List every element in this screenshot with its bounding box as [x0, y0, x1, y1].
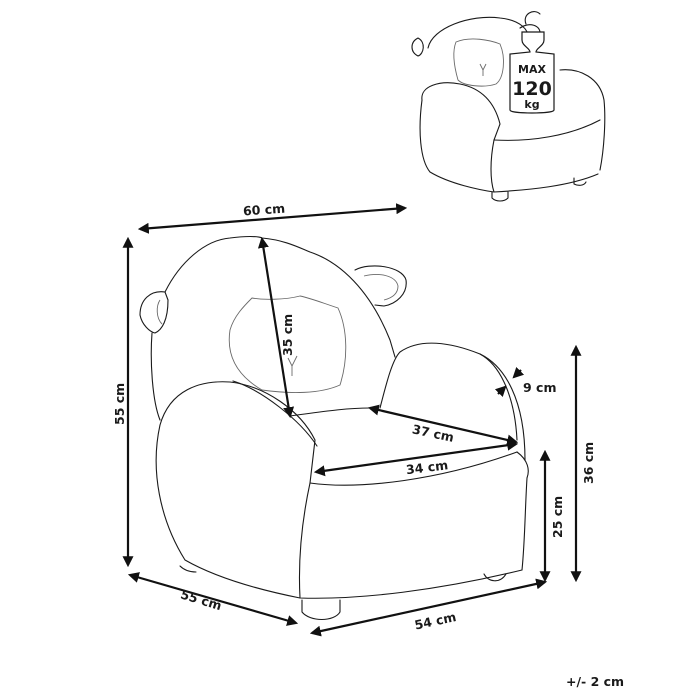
label-tolerance: +/- 2 cm: [566, 674, 624, 689]
label-backrest-height: 35 cm: [280, 314, 295, 356]
thumbnail-chair: MAX 120 kg: [411, 11, 606, 202]
weight-badge-max: MAX: [518, 63, 546, 76]
label-width-top: 60 cm: [242, 201, 285, 219]
label-armrest-height: 36 cm: [581, 442, 596, 484]
label-armrest-thickness: 9 cm: [523, 380, 556, 395]
label-seat-depth: 37 cm: [411, 421, 455, 444]
weight-badge-unit: kg: [524, 98, 539, 111]
main-chair: [139, 235, 529, 621]
dimension-lines: [122, 203, 582, 637]
label-depth-base: 55 cm: [179, 587, 224, 614]
dimension-labels: 60 cm 55 cm 35 cm 37 cm 34 cm 9 cm 36 cm…: [112, 201, 624, 689]
max-weight-badge: MAX 120 kg: [509, 11, 555, 114]
label-seat-height: 25 cm: [550, 496, 565, 538]
label-height-total: 55 cm: [112, 383, 127, 425]
weight-badge-value: 120: [512, 78, 552, 100]
label-seat-width: 34 cm: [405, 457, 449, 477]
label-width-base: 54 cm: [413, 609, 457, 632]
